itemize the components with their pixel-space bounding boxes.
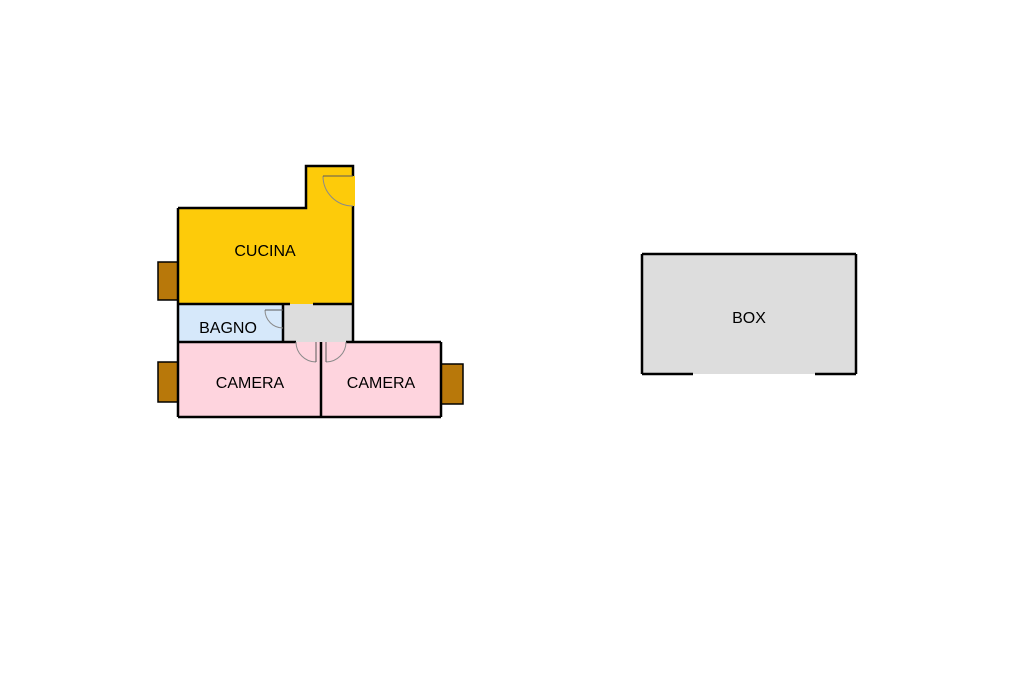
label-bagno: BAGNO <box>199 320 257 337</box>
box-walls <box>640 252 858 376</box>
label-camera-right: CAMERA <box>347 375 416 392</box>
window-cucina-west <box>157 261 179 301</box>
label-cucina: CUCINA <box>234 243 296 260</box>
window-camera-west <box>157 361 179 403</box>
room-box <box>642 254 856 374</box>
door-entrance <box>322 175 355 207</box>
label-box: BOX <box>732 310 766 327</box>
window-camera-east <box>440 363 464 405</box>
room-corridor <box>283 304 353 342</box>
door-camera-left <box>295 341 317 363</box>
apartment-walls <box>176 164 443 419</box>
label-camera-left: CAMERA <box>216 375 285 392</box>
room-cucina <box>178 166 353 304</box>
door-bagno <box>264 309 284 329</box>
door-camera-right <box>325 341 347 363</box>
room-camera-left <box>178 342 321 417</box>
